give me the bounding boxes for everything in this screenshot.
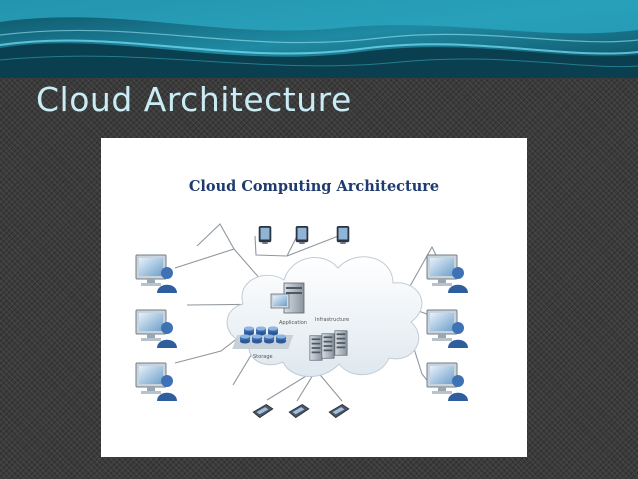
user-computer-icon bbox=[135, 362, 178, 401]
application-server-icon bbox=[270, 282, 305, 314]
user-computer-icon bbox=[426, 254, 469, 293]
infrastructure-label: Infrastructure bbox=[315, 317, 349, 323]
header-banner bbox=[0, 0, 638, 78]
cloud-architecture-figure: Application Infrastructure Storage bbox=[101, 138, 527, 457]
user-computer-icon bbox=[135, 254, 178, 293]
tablet-icon bbox=[336, 226, 350, 244]
slide-title: Cloud Architecture bbox=[36, 80, 352, 119]
storage-database-icon bbox=[232, 326, 294, 349]
tablet-icon bbox=[295, 226, 309, 244]
mobile-phone-icon bbox=[328, 403, 350, 419]
storage-label: Storage bbox=[253, 354, 273, 360]
diagram-title: Cloud Computing Architecture bbox=[188, 178, 440, 195]
mobile-phone-icon bbox=[252, 403, 274, 419]
user-computer-icon bbox=[426, 362, 469, 401]
user-computer-icon bbox=[426, 309, 469, 348]
tablet-icon bbox=[258, 226, 272, 244]
cloud-diagram: Application Infrastructure Storage bbox=[135, 223, 469, 419]
application-label: Application bbox=[279, 320, 307, 326]
mobile-phone-icon bbox=[288, 403, 310, 419]
user-computer-icon bbox=[135, 309, 178, 348]
